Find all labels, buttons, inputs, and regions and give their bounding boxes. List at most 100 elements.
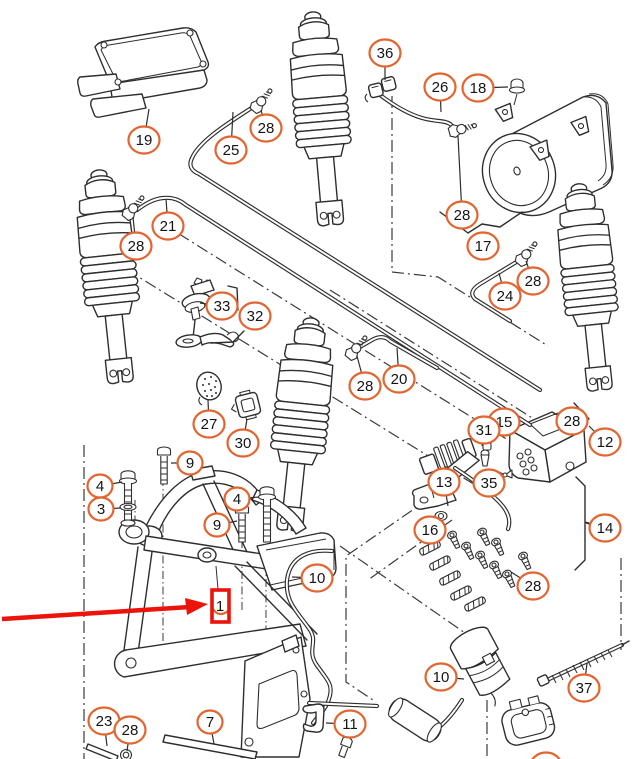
callout-1-arc xyxy=(212,608,229,616)
svg-text:28: 28 xyxy=(122,722,139,739)
svg-text:21: 21 xyxy=(160,218,177,235)
bolt-4-right xyxy=(257,486,277,543)
callout-26[interactable]: 26 xyxy=(423,72,457,113)
svg-text:17: 17 xyxy=(475,238,492,255)
svg-text:26: 26 xyxy=(432,79,449,96)
svg-text:28: 28 xyxy=(564,413,581,430)
callout-9[interactable]: 9 xyxy=(171,450,204,476)
svg-text:14: 14 xyxy=(597,520,614,537)
svg-text:25: 25 xyxy=(223,142,240,159)
svg-text:10: 10 xyxy=(433,669,450,686)
callout-24[interactable]: 24 xyxy=(488,272,522,311)
air-strut-left xyxy=(70,166,149,387)
callout-19[interactable]: 19 xyxy=(127,108,161,155)
svg-text:33: 33 xyxy=(214,298,231,315)
svg-text:23: 23 xyxy=(96,713,113,730)
callout-4[interactable]: 4 xyxy=(86,473,123,499)
callout-16[interactable]: 16 xyxy=(413,515,447,545)
svg-text:7: 7 xyxy=(206,714,214,731)
leader-part-1 xyxy=(215,565,219,590)
svg-text:16: 16 xyxy=(422,522,439,539)
callout-28[interactable]: 28 xyxy=(119,216,153,261)
svg-text:28: 28 xyxy=(258,120,275,137)
svg-text:20: 20 xyxy=(391,371,408,388)
callout-17[interactable]: 17 xyxy=(466,231,500,261)
callout-28[interactable]: 28 xyxy=(113,715,147,752)
highlight-box xyxy=(210,588,231,624)
callout-28[interactable]: 28 xyxy=(555,406,589,436)
callout-28[interactable]: 28 xyxy=(348,355,382,401)
callout-28[interactable]: 28 xyxy=(510,571,550,601)
svg-text:4: 4 xyxy=(96,478,104,495)
callout-12[interactable]: 12 xyxy=(588,425,622,457)
callout-30[interactable]: 30 xyxy=(226,418,260,458)
callout-36[interactable]: 36 xyxy=(368,38,402,81)
svg-text:35: 35 xyxy=(481,475,498,492)
clip-36 xyxy=(364,76,397,103)
svg-text:36: 36 xyxy=(377,45,394,62)
svg-text:24: 24 xyxy=(497,288,514,305)
control-module xyxy=(77,27,210,118)
solenoid-valve-stack xyxy=(418,437,480,488)
svg-text:4: 4 xyxy=(233,491,241,508)
callout-28[interactable]: 28 xyxy=(445,135,479,230)
svg-text:9: 9 xyxy=(213,517,221,534)
svg-text:28: 28 xyxy=(525,273,542,290)
callout-20[interactable]: 20 xyxy=(382,347,416,394)
callout-10[interactable]: 10 xyxy=(424,662,465,692)
callout-37[interactable]: 37 xyxy=(567,662,601,703)
fitting-28-tank xyxy=(447,118,479,140)
callout-23[interactable]: 23 xyxy=(87,706,121,747)
highlight-label: 1 xyxy=(216,598,224,615)
callout-28[interactable]: 28 xyxy=(516,260,550,296)
callout-11[interactable]: 11 xyxy=(325,709,367,739)
callout-18[interactable]: 18 xyxy=(461,73,509,103)
pin-23 xyxy=(85,743,119,759)
callout-25[interactable]: 25 xyxy=(214,111,248,165)
callout-33[interactable]: 33 xyxy=(199,291,239,321)
callout-28[interactable]: 28 xyxy=(249,109,283,143)
callout-31[interactable]: 31 xyxy=(467,415,501,447)
svg-text:28: 28 xyxy=(454,207,471,224)
callout-32[interactable]: 32 xyxy=(238,301,272,331)
svg-text:11: 11 xyxy=(342,716,358,733)
callout-9[interactable]: 9 xyxy=(203,512,238,538)
highlight-arrow-shaft xyxy=(1,604,191,622)
line-connector-10 xyxy=(449,626,511,707)
callout-10[interactable]: 10 xyxy=(291,563,334,593)
callout-27[interactable]: 27 xyxy=(192,399,226,439)
svg-text:30: 30 xyxy=(235,435,252,452)
svg-text:13: 13 xyxy=(436,474,453,491)
svg-text:31: 31 xyxy=(476,422,493,439)
screw-small-bottom xyxy=(338,736,353,758)
clamp xyxy=(501,695,556,746)
highlight-part-1[interactable]: 1 xyxy=(1,565,231,624)
callout-3[interactable]: 3 xyxy=(87,496,122,522)
svg-text:28: 28 xyxy=(357,378,374,395)
svg-text:10: 10 xyxy=(309,570,326,587)
callout-14[interactable]: 14 xyxy=(585,513,622,543)
nut-28-bottom xyxy=(119,748,133,759)
cap-27 xyxy=(196,371,222,406)
svg-text:28: 28 xyxy=(128,238,145,255)
cutoff-callout xyxy=(531,751,561,759)
cable-tie-37 xyxy=(536,640,630,687)
callout-13[interactable]: 13 xyxy=(427,467,461,507)
callout-4[interactable]: 4 xyxy=(223,486,260,512)
svg-text:3: 3 xyxy=(97,501,105,518)
air-strut-right xyxy=(551,180,628,394)
callout-7[interactable]: 7 xyxy=(196,709,224,745)
rod-7 xyxy=(162,734,258,759)
svg-text:19: 19 xyxy=(136,132,153,149)
callout-35[interactable]: 35 xyxy=(472,468,506,498)
nut-18 xyxy=(508,78,526,94)
callout-21[interactable]: 21 xyxy=(151,198,185,241)
bolt-9-left xyxy=(156,446,172,485)
clip-30 xyxy=(230,389,262,421)
air-strut-front xyxy=(284,8,360,229)
bolt-4-left xyxy=(118,470,138,527)
fitting-28-front xyxy=(247,84,277,116)
clip-11 xyxy=(302,703,325,733)
